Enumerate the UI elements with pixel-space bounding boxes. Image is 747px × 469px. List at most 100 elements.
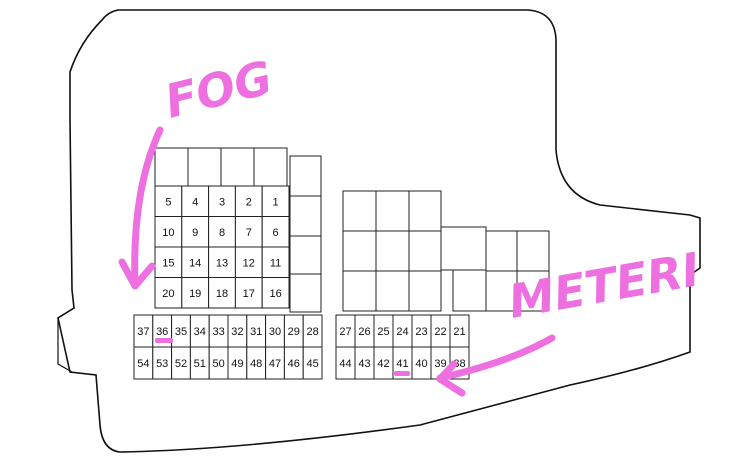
fuse-number: 19 bbox=[189, 288, 201, 300]
fuse-number: 23 bbox=[415, 326, 427, 338]
fuse-slot bbox=[154, 185, 183, 217]
fuse-51: 51 bbox=[189, 346, 210, 380]
meter-arrow bbox=[436, 334, 556, 382]
fuse-9: 9 bbox=[181, 216, 210, 248]
fuse-slot bbox=[154, 277, 183, 309]
fuse-number: 20 bbox=[162, 288, 174, 300]
relay-slot bbox=[516, 270, 550, 312]
fuse-6: 6 bbox=[261, 216, 290, 248]
meter-arrowhead bbox=[436, 360, 466, 397]
fuse-44: 44 bbox=[335, 346, 356, 380]
fuse-1: 1 bbox=[261, 185, 290, 217]
fuse-37: 37 bbox=[133, 314, 154, 348]
fog-arrowhead bbox=[118, 258, 156, 290]
fuse-28: 28 bbox=[302, 314, 323, 348]
fuse-number: 44 bbox=[339, 358, 351, 370]
relay-slot bbox=[154, 147, 189, 187]
fuse-43: 43 bbox=[354, 346, 375, 380]
fuse-23: 23 bbox=[411, 314, 432, 348]
fuse-24: 24 bbox=[392, 314, 413, 348]
fuse-3: 3 bbox=[208, 185, 236, 217]
fuse-number: 54 bbox=[137, 358, 149, 370]
relay-slot bbox=[408, 190, 442, 232]
fuse-number: 51 bbox=[194, 358, 206, 370]
fuse-number: 5 bbox=[165, 196, 171, 208]
fuse-number: 17 bbox=[243, 288, 255, 300]
fuse-18: 18 bbox=[208, 277, 236, 309]
relay-slot bbox=[375, 270, 410, 312]
fuse-number: 45 bbox=[306, 358, 318, 370]
relay-slot bbox=[408, 270, 442, 312]
fuse-slot bbox=[181, 185, 210, 217]
relay-slot bbox=[375, 230, 410, 272]
fuse-number: 34 bbox=[194, 326, 206, 338]
highlight-mark-41 bbox=[394, 371, 410, 376]
fuse-35: 35 bbox=[171, 314, 191, 348]
relay-block-right bbox=[342, 190, 550, 312]
fuse-10: 10 bbox=[154, 216, 183, 248]
fuse-number: 28 bbox=[306, 326, 318, 338]
fuse-number: 42 bbox=[377, 358, 389, 370]
relay-slot bbox=[187, 147, 222, 187]
fuse-45: 45 bbox=[302, 346, 323, 380]
fuse-26: 26 bbox=[354, 314, 375, 348]
fuse-number: 11 bbox=[270, 257, 281, 269]
fuse-number: 49 bbox=[231, 358, 243, 370]
fuse-52: 52 bbox=[171, 346, 191, 380]
fuse-number: 41 bbox=[396, 358, 408, 370]
highlight-mark-36 bbox=[155, 338, 173, 343]
relay-slot bbox=[289, 195, 322, 237]
fuse-number: 3 bbox=[219, 196, 225, 208]
relay-slot bbox=[289, 273, 322, 313]
fuse-42: 42 bbox=[373, 346, 394, 380]
relay-slot bbox=[516, 230, 550, 272]
fuse-number: 25 bbox=[377, 326, 389, 338]
fuse-49: 49 bbox=[227, 346, 248, 380]
fuse-25: 25 bbox=[373, 314, 394, 348]
fuse-46: 46 bbox=[283, 346, 304, 380]
fuse-number: 43 bbox=[358, 358, 370, 370]
fuse-48: 48 bbox=[246, 346, 267, 380]
fuse-slot bbox=[234, 277, 263, 309]
connector-tab bbox=[57, 307, 75, 373]
fuse-slot bbox=[302, 346, 323, 380]
fog-arrow bbox=[131, 126, 164, 288]
relay-slot bbox=[342, 270, 377, 312]
fuse-19: 19 bbox=[181, 277, 210, 309]
fuse-8: 8 bbox=[208, 216, 236, 248]
fuse-number: 24 bbox=[396, 326, 408, 338]
fuse-2: 2 bbox=[234, 185, 263, 217]
fuse-7: 7 bbox=[234, 216, 263, 248]
fuse-number: 50 bbox=[212, 358, 224, 370]
fuse-slot bbox=[261, 246, 290, 278]
fuse-number: 37 bbox=[137, 326, 149, 338]
relay-slot bbox=[452, 269, 487, 312]
fuse-number: 14 bbox=[189, 257, 201, 269]
relay-slot bbox=[375, 190, 410, 232]
fuse-slot bbox=[181, 216, 210, 248]
fuse-number: 10 bbox=[162, 227, 174, 239]
fuse-17: 17 bbox=[234, 277, 263, 309]
fuse-number: 2 bbox=[246, 196, 252, 208]
fuse-number: 26 bbox=[358, 326, 370, 338]
fuse-54: 54 bbox=[133, 346, 154, 380]
fuse-11: 11 bbox=[261, 246, 290, 278]
fuse-number: 29 bbox=[288, 326, 300, 338]
relay-slot bbox=[485, 230, 518, 272]
fuse-number: 32 bbox=[231, 326, 243, 338]
fuse-number: 31 bbox=[250, 326, 262, 338]
fuse-40: 40 bbox=[411, 346, 432, 380]
fuse-20: 20 bbox=[154, 277, 183, 309]
fuse-number: 30 bbox=[269, 326, 281, 338]
fuse-47: 47 bbox=[265, 346, 285, 380]
fuse-slot bbox=[208, 216, 236, 248]
fuse-number: 27 bbox=[339, 326, 351, 338]
fuse-12: 12 bbox=[234, 246, 263, 278]
fuse-number: 48 bbox=[250, 358, 262, 370]
fuse-16: 16 bbox=[261, 277, 290, 309]
fuse-number: 36 bbox=[156, 326, 168, 338]
fuse-number: 18 bbox=[216, 288, 228, 300]
